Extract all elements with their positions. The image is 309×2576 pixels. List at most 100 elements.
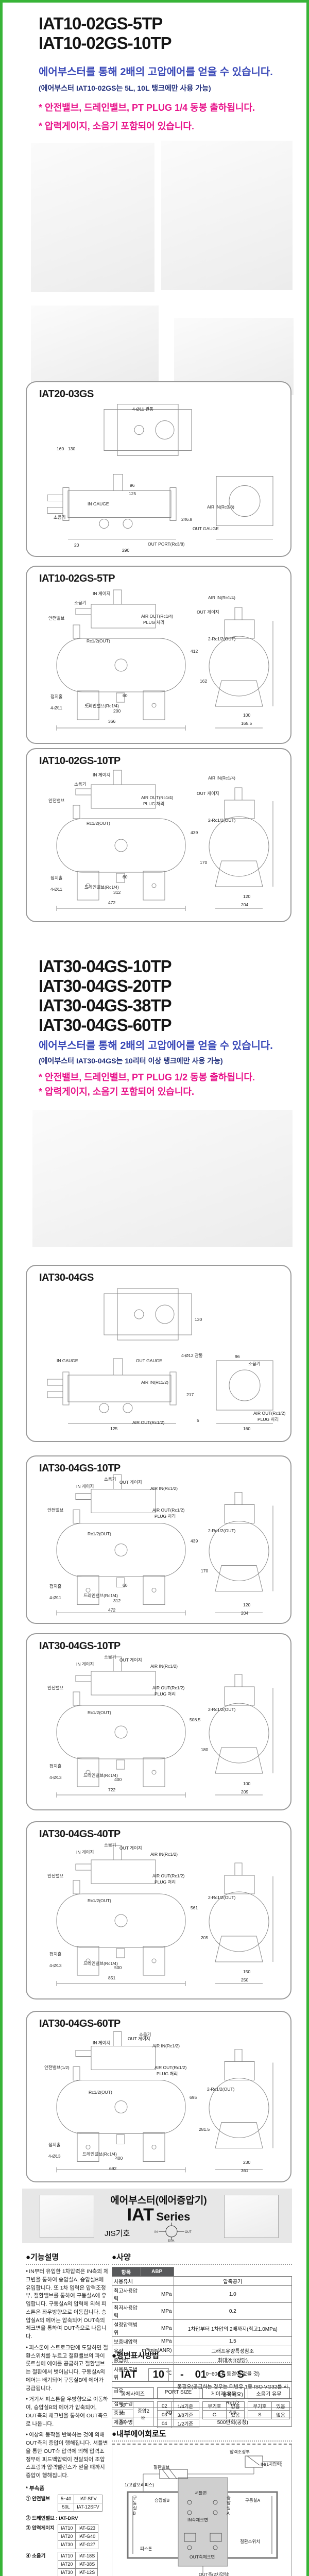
dimension-label: 소음기 (54, 515, 66, 520)
dimension-label: 소음기 (104, 1654, 116, 1659)
drawing-title: IAT10-02GS-10TP (39, 755, 121, 767)
dimension-label: 200 (113, 708, 121, 714)
dimension-label: 439 (191, 1538, 198, 1544)
dimension-label: 160 (243, 1426, 251, 1431)
gauge-row-cell: G (202, 2410, 227, 2419)
spec-item-name: 최고사용압력 (112, 2285, 141, 2303)
function-paragraph: 거기서 피스톤을 우방향으로 이동하여, 승압실B의 에어가 압축되어, OUT… (26, 2396, 109, 2428)
dimension-label: 60 (123, 1583, 128, 1588)
dimension-label: 120 (243, 894, 251, 899)
accessory-label: ① 안전밸브 (26, 2496, 50, 2502)
dimension-label: Rc1/2(OUT) (87, 821, 110, 826)
accessory-cell: 50L (57, 2502, 75, 2512)
accessory-cell: IAT-G40 (75, 2532, 99, 2541)
bodysize-row: 30 (112, 2418, 154, 2427)
spec-heading: ●사양 (112, 2251, 292, 2265)
dimension-label: 접지홀 (50, 694, 63, 699)
series-name: IAT (127, 2205, 154, 2225)
dimension-label: AIR OUT(Rc1/2) (132, 1420, 165, 1425)
dimension-label: 소음기 (139, 2032, 151, 2037)
dimension-label: 소음기 (104, 1477, 116, 1482)
dimension-label: 472 (108, 1607, 116, 1613)
spec-item-name: 사용유체 (112, 2276, 141, 2286)
accessory-cell: IAT-18S (75, 2551, 98, 2561)
spec-item-unit: MPa (140, 2336, 174, 2346)
bodysize-code: 30 (112, 2418, 133, 2427)
dimension-label: 439 (191, 830, 198, 835)
series-title: IAT Series (94, 2205, 223, 2225)
dimension-label: 4-Ø13 (49, 1775, 62, 1780)
dimension-label: 60 (123, 693, 128, 698)
spec-item-unit: MPa (140, 2302, 174, 2320)
dimension-label: 366 (108, 719, 116, 724)
dimension-label: 160 (57, 446, 64, 451)
port-row-cell: 1/4기준 (171, 2401, 200, 2411)
dimension-label: 96 (130, 483, 135, 488)
dimension-label: AIR IN(Rc1/2) (150, 1486, 178, 1491)
section2-subnote: (에어부스터 IAT30-04GS는 10리터 이상 탱크에만 사용 가능) (39, 1057, 223, 1065)
dimension-label: 안전밸브 (47, 1685, 64, 1690)
bodysize-code: 10 (112, 2401, 133, 2410)
bodysize-note: 증압2배 (133, 2401, 154, 2427)
section2-title-line2: IAT30-04GS-20TP (39, 976, 172, 995)
series-suffix: Series (156, 2210, 191, 2223)
product-photo-closeup (31, 306, 159, 382)
dimension-label: AIR IN(Rc1/4) (208, 595, 235, 600)
dimension-label: 4-Ø12 관통 (181, 1353, 203, 1358)
dimension-label: 안전밸브 (47, 1873, 64, 1878)
accessory-cell: IAT10 (57, 2551, 76, 2561)
spec-item-value: 1차압부터 1차압의 2배까지(최고1.0MPa) (173, 2319, 293, 2337)
dimension-label: 312 (113, 1598, 121, 1603)
drawing-title: IAT10-02GS-5TP (39, 573, 115, 584)
dimension-label: 250 (241, 1977, 249, 1982)
dimension-label: OUT 게이지 (119, 1845, 142, 1851)
function-heading: ●기능설명 (26, 2251, 109, 2265)
model-box-bodysize: 몸체사이즈 (112, 2387, 154, 2399)
spec-item-name: 설정압력범위 (112, 2319, 141, 2337)
dimension-label: 246.8 (181, 517, 193, 522)
dimension-label: 162 (200, 679, 208, 684)
dimension-label: Rc1/2(OUT) (87, 638, 110, 643)
circuit-label: IN(1차압력) (261, 2462, 283, 2467)
dimension-label: 안전밸브(1/2) (44, 2065, 70, 2070)
model-heading: ●형번표시방법 (112, 2350, 292, 2363)
silencer-row-cell: S (248, 2410, 272, 2419)
svg-text:OUT: OUT (185, 2231, 192, 2234)
section1-subnote: (에어부스터 IAT10-02GS는 5L, 10L 탱크에만 사용 가능) (39, 84, 211, 92)
dimension-label: 2-Rc1/2(OUT) (208, 1895, 236, 1900)
dimension-label: 100 (243, 713, 251, 718)
drawing-title: IAT30-04GS-10TP (39, 1463, 121, 1474)
dimension-label: 290 (122, 548, 130, 553)
spec-item-value: 0.2 (173, 2302, 293, 2320)
circuit-label: 승압실B (154, 2498, 170, 2503)
section1-title-line1: IAT10-02GS-5TP (39, 14, 163, 33)
dimension-label: 안전밸브 (48, 616, 65, 621)
dimension-label: OUT 게이지 (128, 2036, 150, 2041)
dimension-label: AIR OUT(Rc1/2) (152, 1685, 185, 1690)
accessory-cell: IAT-12S (75, 2568, 98, 2576)
silencer-row-cell: 무기호 (248, 2401, 272, 2411)
booster-photo-right (224, 2195, 279, 2238)
model-ex-silencer: S (237, 2369, 244, 2380)
dimension-label: 96 (235, 1354, 240, 1359)
model-boxes: 몸체사이즈 PORT SIZE 게이지 유무 소음기 유무 (112, 2387, 292, 2399)
section2-bullet2: * 압력게이지, 소음기 포함되어 있습니다. (39, 1087, 194, 1097)
dimension-label: IN 게이지 (76, 1662, 94, 1667)
model-box-silencer: 소음기 유무 (248, 2387, 290, 2399)
svg-text:EXH.: EXH. (168, 2240, 175, 2242)
spec-col-item: 항목 (112, 2267, 141, 2277)
model-number-section: ●형번표시방법 IAT 10 - 01 G S 몸체사이즈 PORT SIZE … (112, 2350, 292, 2428)
dimension-label: 4-Ø11 관통 (132, 406, 153, 412)
dimension-label: 2-Rc1/2(OUT) (208, 636, 236, 641)
dimension-label: IN 게이지 (76, 1850, 94, 1855)
dimension-label: 472 (108, 900, 116, 905)
dimension-label: Rc1/2(OUT) (88, 1898, 111, 1903)
